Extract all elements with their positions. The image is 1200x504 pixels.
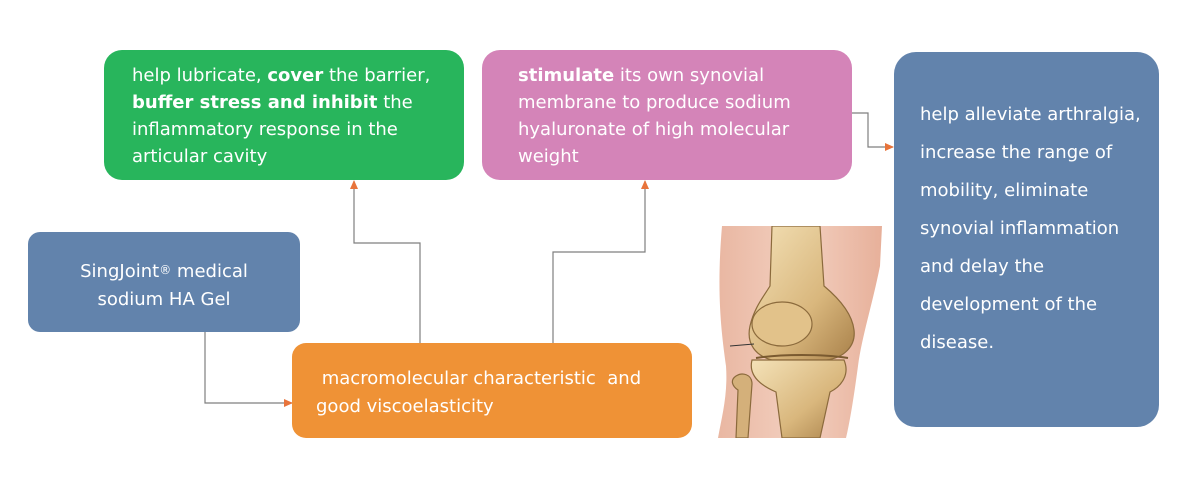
stimulate-text: stimulate its own synovial membrane to p…	[518, 65, 796, 167]
tibia-bone	[750, 359, 847, 438]
node-property: macromolecular characteristic and good v…	[292, 343, 692, 438]
source-line-2: sodium HA Gel	[97, 289, 231, 310]
connector-source-to-property	[204, 332, 293, 407]
source-brand: SingJoint	[80, 261, 160, 282]
knee-joint-illustration	[718, 226, 882, 438]
bold-run-3: buffer stress and inhibit	[132, 92, 378, 113]
patella-bone	[751, 301, 813, 347]
text-run-4: the inflammatory response in the articul…	[132, 92, 419, 167]
node-stimulate: stimulate its own synovial membrane to p…	[482, 50, 852, 180]
joint-space	[755, 354, 849, 359]
source-brand-suffix: medical	[171, 261, 248, 282]
text-run-2: the barrier,	[323, 65, 437, 86]
fibula-bone	[731, 373, 753, 438]
text-run-1: its own synovial membrane to produce sod…	[518, 65, 797, 167]
result-text: help alleviate arthralgia, increase the …	[920, 104, 1141, 353]
node-lubricate: help lubricate, cover the barrier, buffe…	[104, 50, 464, 180]
registered-mark: ®	[159, 263, 172, 277]
lubricate-text: help lubricate, cover the barrier, buffe…	[132, 65, 436, 167]
property-text: macromolecular characteristic and good v…	[316, 368, 647, 417]
connector-property-to-stimulate	[552, 180, 649, 343]
bold-run-0: stimulate	[518, 65, 615, 86]
source-line-1: SingJoint® medical	[38, 258, 290, 286]
connector-property-to-lubricate	[350, 180, 421, 343]
pointer-line	[729, 343, 755, 347]
bold-run-1: cover	[267, 65, 324, 86]
node-result: help alleviate arthralgia, increase the …	[894, 52, 1159, 427]
node-source: SingJoint® medical sodium HA Gel	[28, 232, 300, 332]
text-run-0: help lubricate,	[132, 65, 268, 86]
connector-stimulate-to-result	[852, 112, 894, 151]
